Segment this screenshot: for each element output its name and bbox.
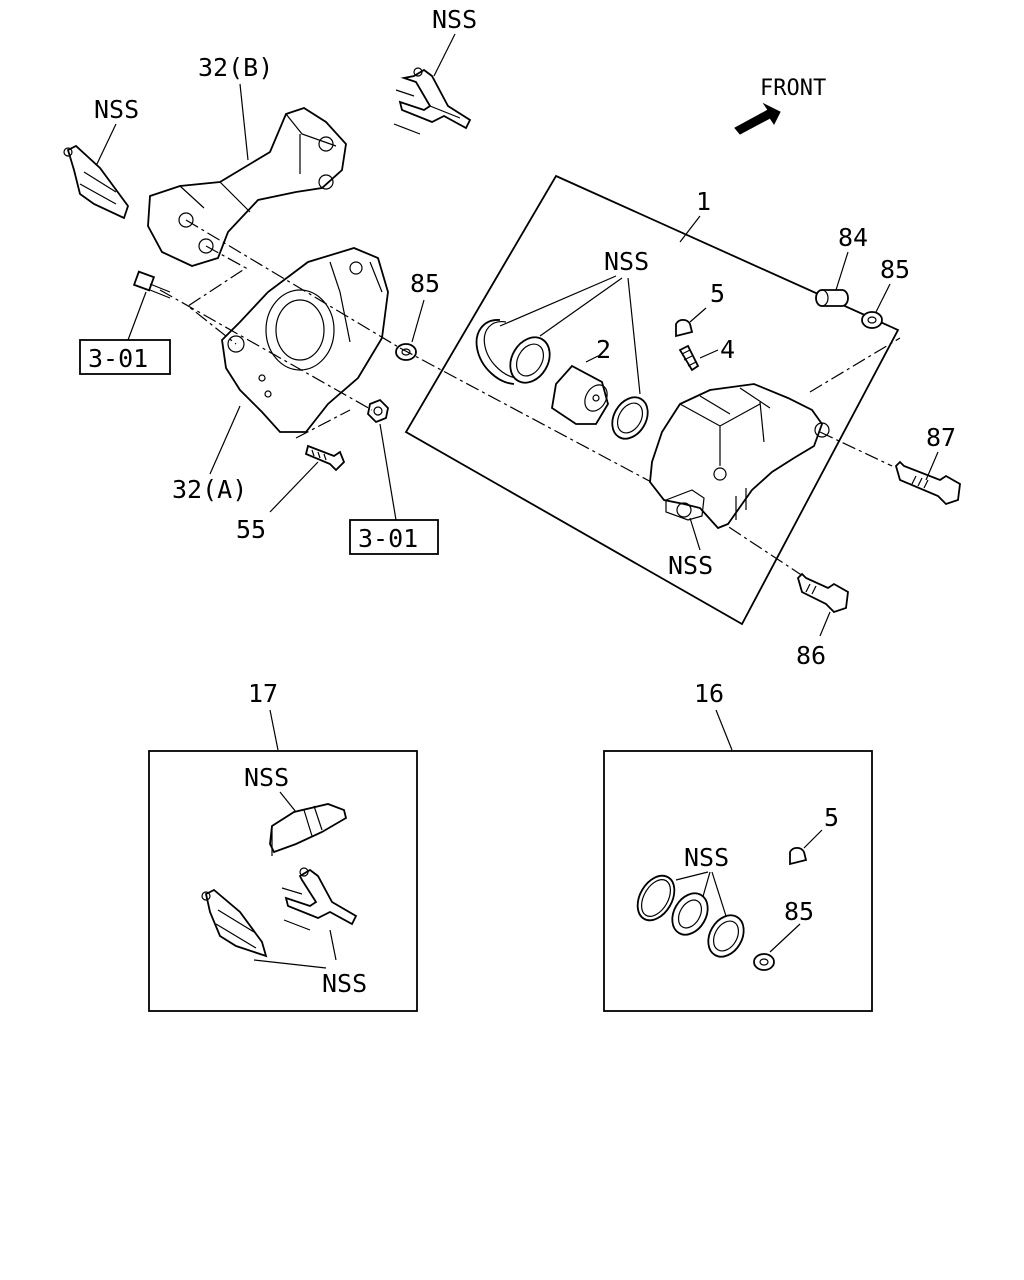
- bracket-nut: [367, 398, 389, 424]
- nss-label-top-clip: NSS: [432, 5, 477, 34]
- nss-clips-label: NSS: [322, 969, 367, 998]
- item-2-label: 2: [596, 335, 611, 364]
- nss-seals-label: NSS: [604, 247, 649, 276]
- seal-kit-16-box: [603, 750, 873, 1012]
- piston-seal: [611, 396, 649, 440]
- caliper-body: [649, 383, 830, 530]
- kit-bleeder-cap-5: [789, 846, 808, 866]
- pin-bolt-86: [796, 572, 849, 614]
- bracket-a-label: 32(A): [172, 475, 247, 504]
- ref-box-lower[interactable]: 3-01: [349, 519, 439, 555]
- pad-clip-kit: [281, 867, 358, 931]
- front-label: FRONT: [760, 76, 826, 101]
- sleeve-84: [815, 289, 849, 307]
- piston-2: [551, 364, 609, 425]
- pad-retaining-clip-top: [393, 67, 472, 135]
- item-5-kit-label: 5: [824, 803, 839, 832]
- pad-kit-17-box: [148, 750, 418, 1012]
- svg-text:3-01: 3-01: [358, 524, 418, 553]
- item-85-right-label: 85: [880, 255, 910, 284]
- nss-kit-label: NSS: [684, 843, 729, 872]
- ref-box-upper[interactable]: 3-01: [79, 339, 171, 375]
- caliper-assembly-frame: [404, 174, 900, 626]
- item-85-mid-label: 85: [410, 269, 440, 298]
- pad-shim-kit: [201, 888, 268, 958]
- nss-label-top-left: NSS: [94, 95, 139, 124]
- nss-pad-label: NSS: [244, 763, 289, 792]
- item-1-label: 1: [696, 187, 711, 216]
- nss-caliper-label: NSS: [668, 551, 713, 580]
- assembly-centerlines: [159, 219, 901, 579]
- item-85-kit-label: 85: [784, 897, 814, 926]
- caliper-bracket-a: [221, 247, 389, 433]
- piston-dust-boot: [509, 336, 551, 384]
- kit-dust-boot: [671, 892, 709, 936]
- caliper-bracket-b: [147, 107, 347, 267]
- kit-washer-85: [753, 953, 775, 971]
- item-55-label: 55: [236, 515, 266, 544]
- svg-text:3-01: 3-01: [88, 344, 148, 373]
- item-84-label: 84: [838, 223, 868, 252]
- bracket-b-label: 32(B): [198, 53, 273, 82]
- pad-shim-left: [63, 144, 130, 220]
- item-4-label: 4: [720, 335, 735, 364]
- washer-85-mid: [395, 343, 417, 361]
- washer-85-right: [861, 311, 883, 329]
- kit-piston-seal: [707, 914, 745, 958]
- item-86-label: 86: [796, 641, 826, 670]
- bolt-55: [304, 444, 346, 472]
- item-16-label: 16: [694, 679, 724, 708]
- item-5-top-label: 5: [710, 279, 725, 308]
- front-arrow-icon: [734, 102, 781, 135]
- bleeder-screw-4: [678, 344, 700, 372]
- bracket-bolt-upper: [132, 270, 171, 299]
- bleeder-cap-5: [675, 318, 694, 338]
- brake-pad: [269, 803, 348, 856]
- piston-snap-ring: [475, 319, 517, 385]
- pin-bolt-87: [894, 460, 961, 506]
- kit-snap-ring: [636, 874, 676, 922]
- item-87-label: 87: [926, 423, 956, 452]
- item-17-label: 17: [248, 679, 278, 708]
